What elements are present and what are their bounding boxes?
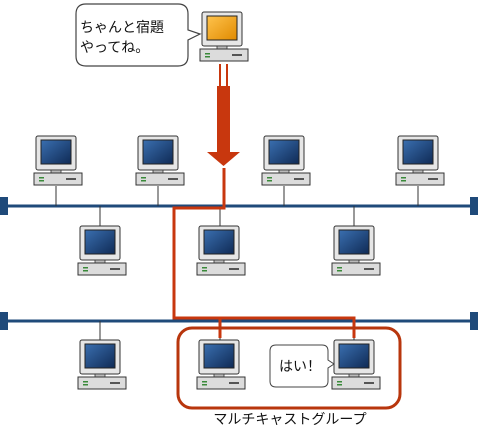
computer-icon — [77, 225, 127, 276]
down-arrow-icon — [207, 64, 240, 166]
network-segment-bottom — [0, 312, 478, 340]
network-segment-top — [0, 186, 478, 226]
sender-message-line-1: ちゃんと宿題 — [80, 20, 164, 36]
computer-icon — [33, 135, 83, 186]
sender-message-line-2: やってね。 — [80, 40, 150, 56]
computer-icon — [77, 339, 127, 390]
multicast-group-label: マルチキャストグループ — [213, 412, 367, 428]
sender-speech-bubble — [75, 3, 202, 67]
group-member-computer-icon — [196, 339, 246, 390]
computer-icon — [331, 225, 381, 276]
sender-computer-icon — [199, 11, 249, 62]
computer-icon — [135, 135, 185, 186]
group-member-computer-icon — [331, 339, 381, 390]
computer-icon — [395, 135, 445, 186]
computer-icon — [261, 135, 311, 186]
reply-speech-bubble — [269, 344, 335, 388]
multicast-group-box — [176, 326, 402, 410]
reply-message: はい！ — [279, 359, 321, 375]
sender-message: ちゃんと宿題 やってね。 — [80, 12, 184, 64]
computer-icon — [196, 225, 246, 276]
